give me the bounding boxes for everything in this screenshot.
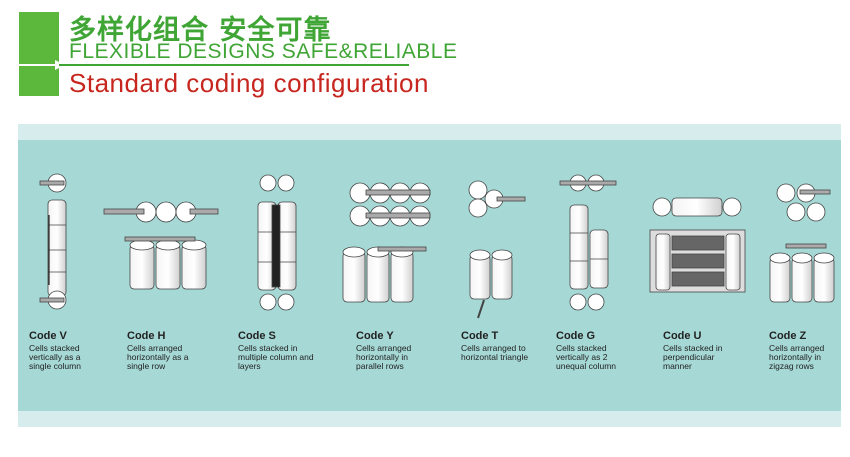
config-desc: Cells arranged horizontally in parallel … bbox=[356, 343, 412, 371]
code-h-diagram bbox=[103, 201, 219, 290]
config-desc: Cells arranged horizontally as a single … bbox=[127, 343, 189, 371]
code-u-diagram bbox=[649, 197, 746, 293]
config-code-t: Code T Cells arranged to horizontal tria… bbox=[461, 330, 556, 362]
config-desc: Cells arranged horizontally in zigzag ro… bbox=[769, 343, 825, 371]
config-code: Code V bbox=[29, 330, 67, 342]
config-desc: Cells stacked in perpendicular manner bbox=[663, 343, 723, 371]
config-code-z: Code Z Cells arranged horizontally in zi… bbox=[769, 330, 839, 371]
divider bbox=[59, 64, 409, 66]
config-desc: Cells stacked in multiple column and lay… bbox=[238, 343, 314, 371]
code-y-diagram bbox=[342, 182, 431, 303]
config-desc: Cells arranged to horizontal triangle bbox=[461, 343, 529, 362]
config-code-g: Code G Cells stacked vertically as 2 une… bbox=[556, 330, 651, 371]
code-g-diagram bbox=[559, 174, 617, 311]
code-s-diagram bbox=[257, 174, 297, 311]
config-code: Code H bbox=[127, 330, 166, 342]
config-code: Code G bbox=[556, 330, 596, 342]
config-code: Code U bbox=[663, 330, 702, 342]
title-english: FLEXIBLE DESIGNS SAFE&RELIABLE bbox=[69, 40, 458, 63]
config-code: Code T bbox=[461, 330, 499, 342]
code-t-diagram bbox=[468, 180, 526, 319]
config-code: Code Z bbox=[769, 330, 807, 342]
config-code-u: Code U Cells stacked in perpendicular ma… bbox=[663, 330, 758, 371]
section-subtitle: Standard coding configuration bbox=[69, 68, 429, 98]
config-code-y: Code Y Cells arranged horizontally in pa… bbox=[356, 330, 451, 371]
config-desc: Cells stacked vertically as 2 unequal co… bbox=[556, 343, 617, 371]
header-green-bar bbox=[19, 12, 59, 96]
config-code-v: Code V Cells stacked vertically as a sin… bbox=[29, 330, 124, 371]
config-code: Code S bbox=[238, 330, 276, 342]
config-code-h: Code H Cells arranged horizontally as a … bbox=[127, 330, 222, 371]
code-v-diagram bbox=[39, 173, 67, 310]
config-code: Code Y bbox=[356, 330, 394, 342]
title-chinese: 多样化组合 安全可靠 bbox=[69, 15, 332, 46]
config-code-s: Code S Cells stacked in multiple column … bbox=[238, 330, 333, 371]
config-desc: Cells stacked vertically as a single col… bbox=[29, 343, 81, 371]
code-z-diagram bbox=[769, 183, 835, 303]
